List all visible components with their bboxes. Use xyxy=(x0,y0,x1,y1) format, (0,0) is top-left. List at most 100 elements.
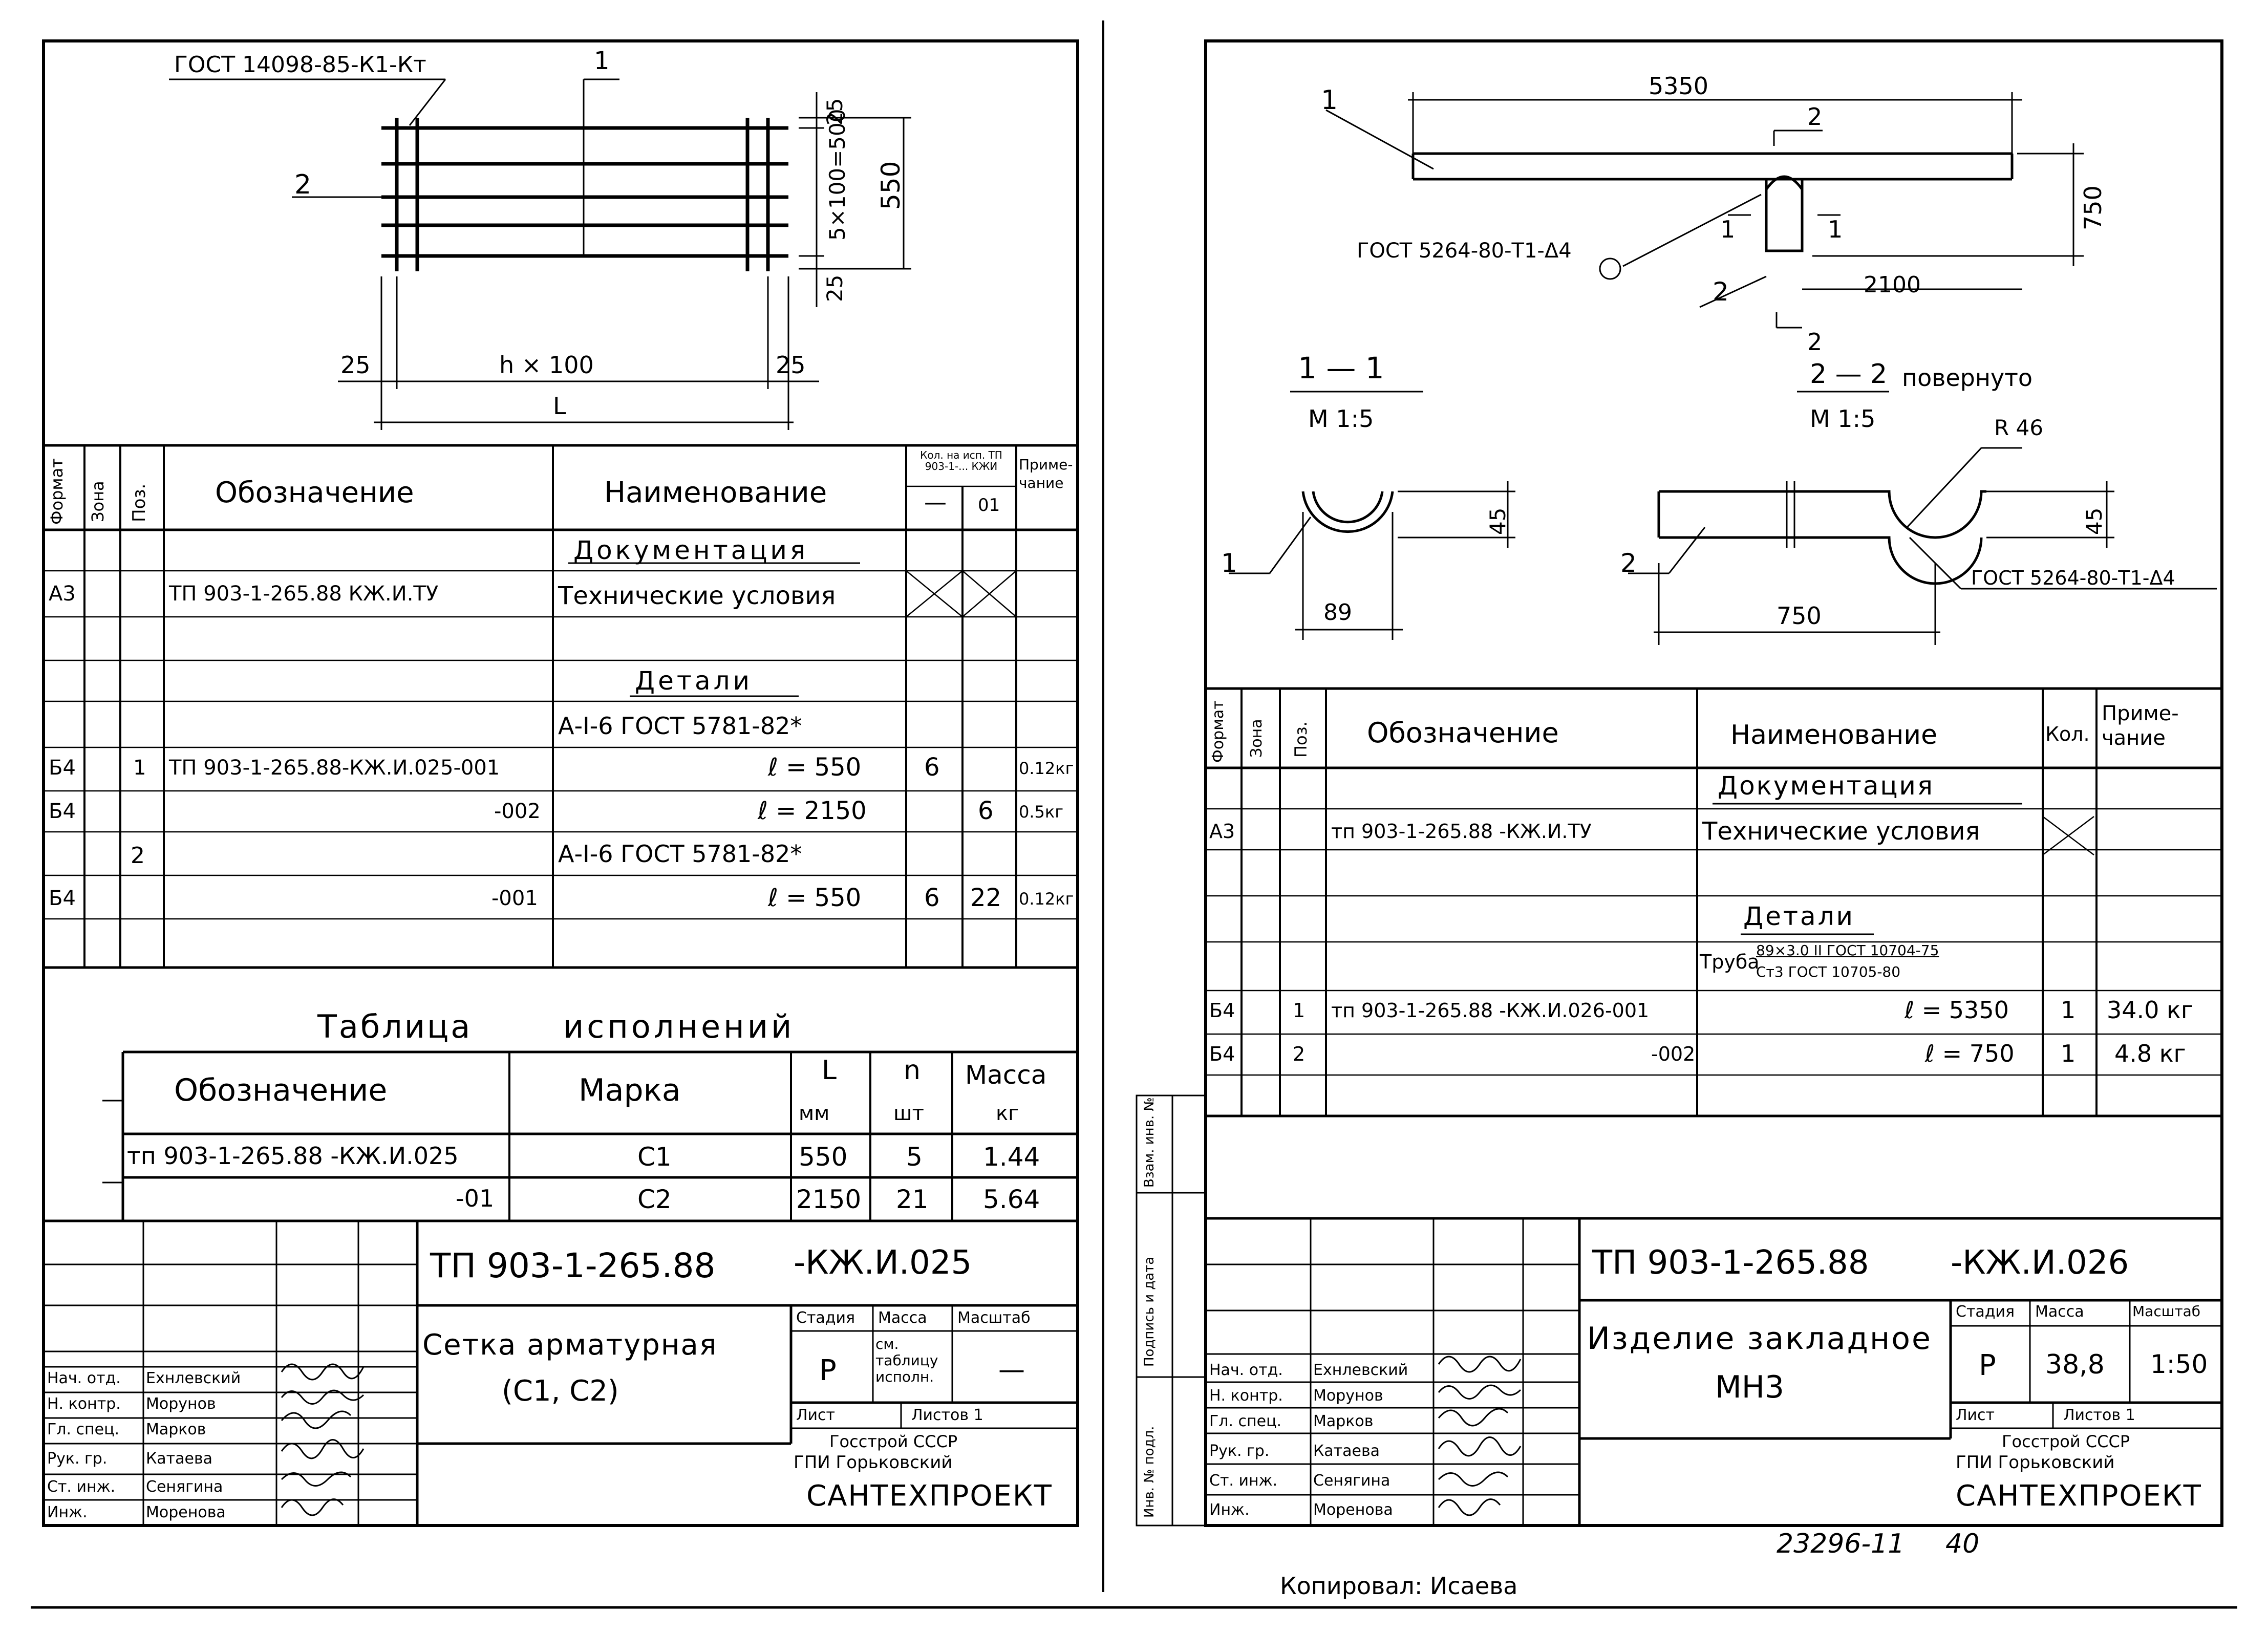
cell-name: ℓ = 550 xyxy=(768,753,862,782)
exec-hdr-n: n xyxy=(904,1055,921,1086)
view-2-note: повернуто xyxy=(1902,364,2033,392)
title-name-1: Сетка арматурная xyxy=(422,1328,718,1362)
cell-designation: ТП 903-1-265.88 КЖ.И.ТУ xyxy=(169,582,439,606)
weld-note: ГОСТ 14098-85-К1-Кт xyxy=(174,52,426,78)
view-1-title: 1 — 1 xyxy=(1298,351,1384,385)
sheets-label: Листов 1 xyxy=(2063,1406,2135,1424)
signer-name: Марков xyxy=(1313,1412,1374,1430)
cell-name: ℓ = 750 xyxy=(1925,1040,2015,1067)
cell-qty: 1 xyxy=(2061,1040,2076,1067)
signer-name: Катаева xyxy=(146,1450,213,1468)
org-2: ГПИ Горьковский xyxy=(794,1452,953,1473)
hdr-pos: Поз. xyxy=(1291,721,1311,758)
scale-label: Масштаб xyxy=(2132,1303,2201,1320)
signer-role: Инж. xyxy=(47,1503,88,1521)
org-2: ГПИ Горьковский xyxy=(1956,1452,2115,1473)
signer-role: Нач. отд. xyxy=(1209,1361,1283,1379)
pipe-prefix: Труба xyxy=(1700,951,1760,973)
view-1-scale: М 1:5 xyxy=(1308,405,1374,433)
cell-pos: 2 xyxy=(1293,1043,1306,1065)
cell-note: 0.12кг xyxy=(1019,889,1074,909)
signer-role: Нач. отд. xyxy=(47,1369,121,1387)
dim-45-b: 45 xyxy=(2082,507,2107,535)
cell-format: А3 xyxy=(1209,820,1235,843)
title-code: ТП 903-1-265.88 xyxy=(1592,1244,1869,1282)
hdr-zone: Зона xyxy=(88,481,108,522)
sheets-label: Листов 1 xyxy=(911,1406,983,1424)
pos-2-label: 2 xyxy=(294,169,312,200)
dim-2100: 2100 xyxy=(1864,272,1921,298)
section-1-left: 1 xyxy=(1720,216,1736,243)
mass-label: Масса xyxy=(878,1309,927,1327)
weld-note-2: ГОСТ 5264-80-Т1-Δ4 xyxy=(1971,567,2175,589)
pos-2-label: 2 xyxy=(1713,277,1729,307)
weld-note: ГОСТ 5264-80-Т1-Δ4 xyxy=(1357,239,1572,263)
org-1: Госстрой СССР xyxy=(829,1432,958,1451)
title-name-1: Изделие закладное xyxy=(1587,1321,1932,1357)
signer-role: Ст. инж. xyxy=(1209,1472,1278,1490)
sheet-label: Лист xyxy=(1956,1406,1995,1424)
dim-right-25: 25 xyxy=(776,351,806,379)
radius-label: R 46 xyxy=(1994,415,2043,440)
cell-qty-b: 22 xyxy=(970,884,1002,912)
section-documentation: Документация xyxy=(573,535,808,565)
pipe-bottom: Ст3 ГОСТ 10705-80 xyxy=(1756,963,1901,980)
cell-note: 34.0 кг xyxy=(2107,996,2193,1024)
dim-45-a: 45 xyxy=(1485,507,1510,535)
signer-role: Н. контр. xyxy=(47,1395,121,1413)
signature-scribbles xyxy=(281,1356,1522,1516)
dim-left-25: 25 xyxy=(340,351,371,379)
org-3: САНТЕХПРОЕКТ xyxy=(806,1479,1053,1513)
cell-designation: -002 xyxy=(1651,1043,1696,1065)
signer-name: Сенягина xyxy=(1313,1472,1390,1490)
hdr-qty-a: — xyxy=(924,489,947,515)
page-number: 40 xyxy=(1945,1529,1980,1559)
mass-value: 38,8 xyxy=(2045,1349,2105,1380)
exec-hdr-mass: Масса xyxy=(965,1060,1047,1090)
dim-vertical-mid: 5×100=500 xyxy=(825,109,850,241)
hdr-name: Наименование xyxy=(1730,720,1938,750)
exec-cell-mass: 1.44 xyxy=(983,1142,1040,1172)
hdr-designation: Обозначение xyxy=(215,476,414,509)
signer-name: Сенягина xyxy=(146,1478,223,1496)
signer-name: Катаева xyxy=(1313,1442,1380,1460)
cell-name: А-I-6 ГОСТ 5781-82* xyxy=(558,712,802,740)
view-2-title: 2 — 2 xyxy=(1810,359,1888,390)
mass-value: см. таблицу исполн. xyxy=(875,1336,938,1386)
section-2-top: 2 xyxy=(1807,103,1823,131)
hdr-note: Приме-чание xyxy=(2102,702,2179,750)
exec-hdr-mass-unit: кг xyxy=(996,1102,1019,1125)
sheet-number: 23296-11 xyxy=(1777,1529,1905,1559)
dim-h: h × 100 xyxy=(499,351,594,379)
hdr-name: Наименование xyxy=(604,476,827,509)
cell-name: А-I-6 ГОСТ 5781-82* xyxy=(558,840,802,868)
title-code-suffix: -КЖ.И.025 xyxy=(794,1244,972,1282)
scale-value: — xyxy=(998,1355,1025,1385)
signer-name: Моренова xyxy=(146,1503,226,1521)
exec-cell-designation: -01 xyxy=(456,1185,495,1212)
sheet-label: Лист xyxy=(796,1406,836,1424)
section-details: Детали xyxy=(1743,901,1855,931)
hdr-qty: Кол. xyxy=(2045,723,2090,745)
stage-label: Стадия xyxy=(796,1309,855,1327)
pos-1-section-label: 1 xyxy=(1221,548,1237,578)
signer-role: Гл. спец. xyxy=(1209,1412,1282,1430)
pipe-top: 89×3.0 II ГОСТ 10704-75 xyxy=(1756,942,1939,959)
section-1-right: 1 xyxy=(1828,216,1843,243)
signer-role: Н. контр. xyxy=(1209,1387,1283,1405)
dim-89: 89 xyxy=(1323,599,1352,626)
title-name-2: (С1, С2) xyxy=(502,1374,619,1408)
stage-value: Р xyxy=(819,1354,837,1387)
cell-name: ℓ = 550 xyxy=(768,884,862,912)
org-1: Госстрой СССР xyxy=(2002,1432,2130,1451)
copied-by: Копировал: Исаева xyxy=(1280,1572,1518,1600)
side-label-replace: Взам. инв. № xyxy=(1142,1097,1157,1188)
hdr-zone: Зона xyxy=(1248,719,1266,758)
exec-title-a: Таблица xyxy=(317,1008,473,1045)
dim-bottom: 25 xyxy=(822,274,847,302)
hdr-designation: Обозначение xyxy=(1367,717,1559,749)
hdr-pos: Поз. xyxy=(129,483,149,522)
cell-format: Б4 xyxy=(1209,999,1235,1022)
cell-designation: тп 903-1-265.88 -КЖ.И.ТУ xyxy=(1331,820,1592,843)
dim-550: 550 xyxy=(876,161,906,210)
